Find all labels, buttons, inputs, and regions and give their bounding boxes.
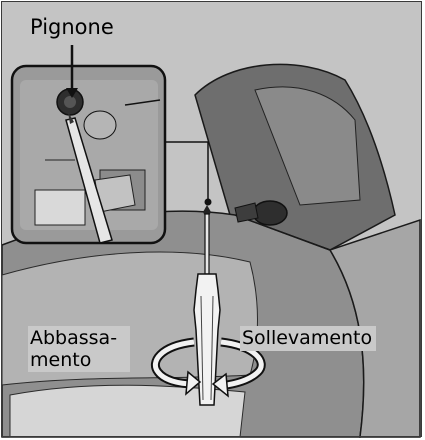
pinion-label: Pignone	[28, 16, 118, 39]
lower-label: Abbassa- mento	[28, 326, 130, 372]
detail-inset	[12, 66, 165, 243]
raise-label: Sollevamento	[240, 326, 376, 351]
lower-label-line-2: mento	[30, 349, 91, 371]
lower-label-line-1: Abbassa-	[30, 327, 117, 349]
turn-signal	[253, 201, 287, 225]
